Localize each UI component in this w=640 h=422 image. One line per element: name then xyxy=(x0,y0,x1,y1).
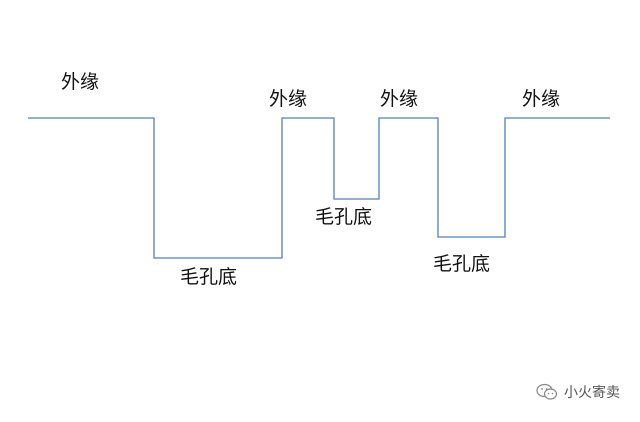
pore-bottom-label-1: 毛孔底 xyxy=(180,266,238,288)
pore-bottom-label-3: 毛孔底 xyxy=(433,253,491,275)
wechat-icon xyxy=(536,383,558,400)
watermark-text: 小火寄卖 xyxy=(564,385,620,401)
rim-label-4: 外缘 xyxy=(522,88,561,110)
rim-label-2: 外缘 xyxy=(269,88,308,110)
watermark: 小火寄卖 xyxy=(536,382,620,402)
pore-bottom-label-2: 毛孔底 xyxy=(315,206,373,228)
rim-label-1: 外缘 xyxy=(61,71,100,93)
surface-profile-line xyxy=(28,117,610,259)
rim-label-3: 外缘 xyxy=(380,88,419,110)
